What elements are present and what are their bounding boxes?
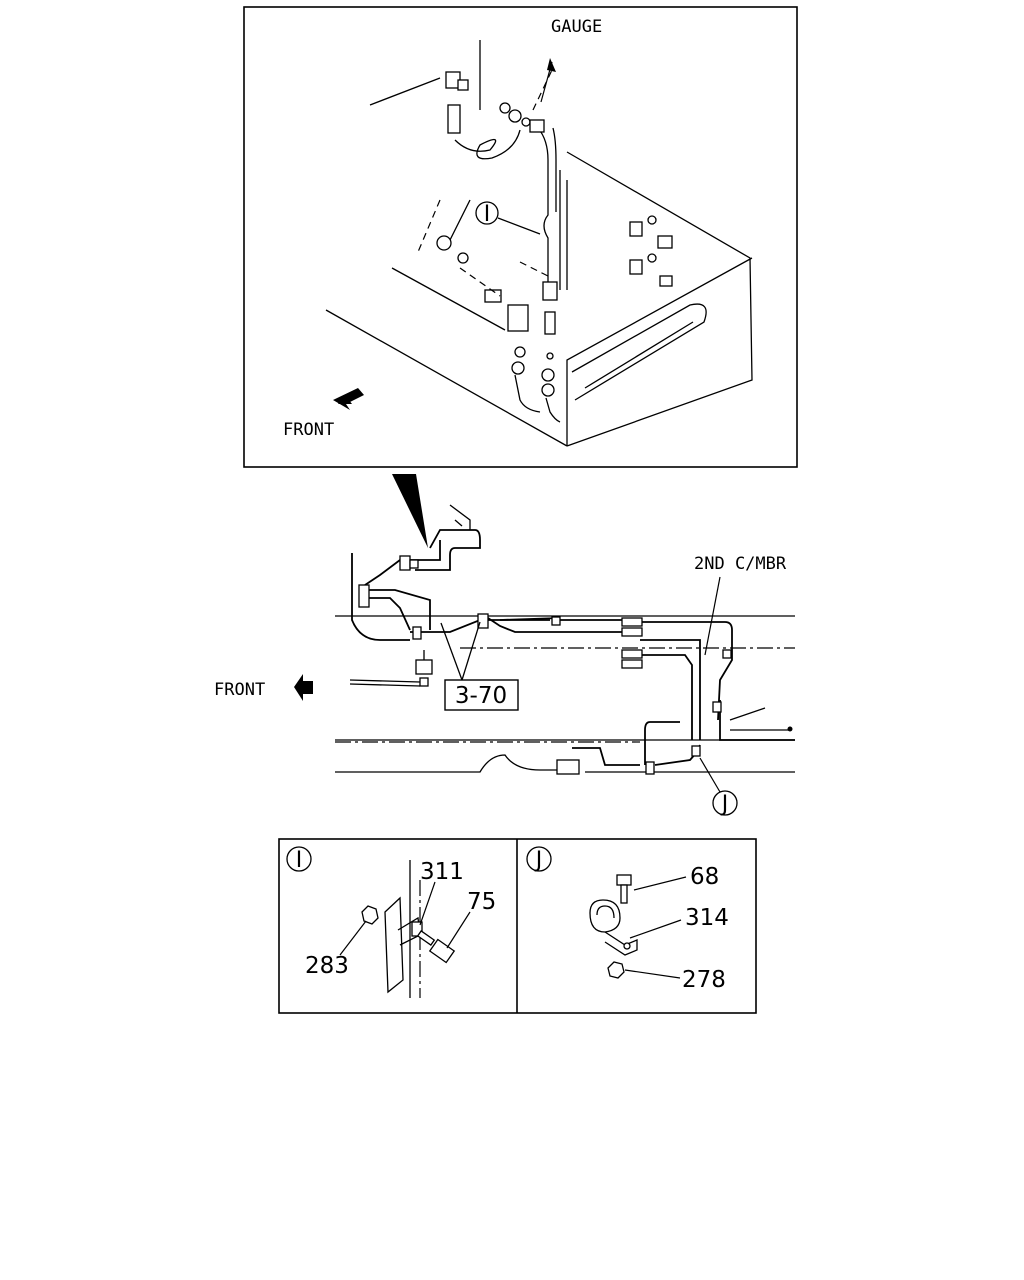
- gauge-label: GAUGE: [551, 17, 602, 37]
- main-view: FRONT 2ND C/MBR 3-70 J: [214, 504, 795, 817]
- fuel-tank: [325, 40, 753, 447]
- part-314: 314: [685, 905, 729, 931]
- front-label-top: FRONT: [283, 420, 334, 440]
- part-311: 311: [420, 859, 464, 885]
- callout-i-top: I: [475, 201, 541, 235]
- part-75: 75: [467, 889, 496, 915]
- front-arrow-icon-main: [294, 674, 313, 701]
- callout-j-main: J: [699, 757, 738, 817]
- fittings-top: [436, 71, 673, 423]
- front-label-main: FRONT: [214, 680, 265, 700]
- part-68: 68: [690, 864, 719, 890]
- detail-i-title: I: [296, 848, 303, 873]
- view-pointer: [392, 474, 428, 548]
- ref-box-label: 3-70: [455, 683, 507, 709]
- callout-i-label: I: [484, 202, 491, 227]
- top-panel: I GAUGE FRONT: [243, 6, 798, 468]
- part-283: 283: [305, 953, 349, 979]
- detail-j-title: J: [534, 848, 543, 873]
- ref-box-3-70: 3-70: [440, 621, 519, 711]
- part-278: 278: [682, 967, 726, 993]
- front-arrow-icon-top: [333, 388, 364, 410]
- gauge-line: [454, 58, 557, 285]
- detail-j: J 68 314 278: [526, 846, 729, 993]
- member-label: 2ND C/MBR: [694, 554, 787, 574]
- detail-i: I 311 75 283: [286, 846, 496, 998]
- detail-panels: I 311 75 283 J: [278, 838, 757, 1014]
- fittings-main: [349, 555, 793, 775]
- callout-j-label: J: [720, 792, 729, 817]
